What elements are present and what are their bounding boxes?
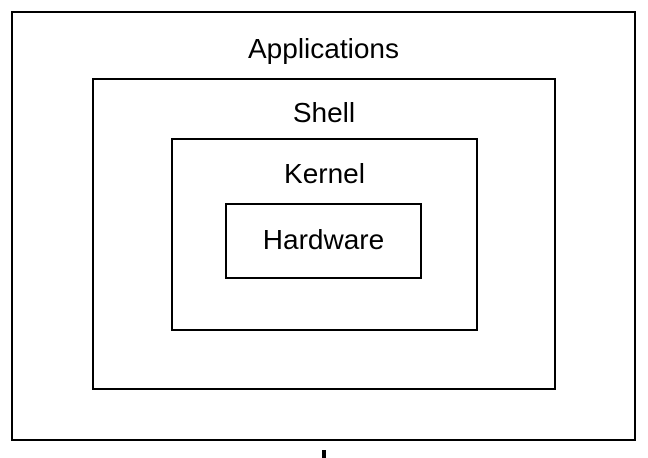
- bottom-tick-mark: [322, 450, 326, 458]
- kernel-label: Kernel: [284, 158, 365, 189]
- applications-label: Applications: [248, 33, 399, 64]
- shell-label: Shell: [292, 97, 356, 128]
- hardware-layer: Hardware: [225, 203, 422, 279]
- hardware-label: Hardware: [262, 224, 385, 255]
